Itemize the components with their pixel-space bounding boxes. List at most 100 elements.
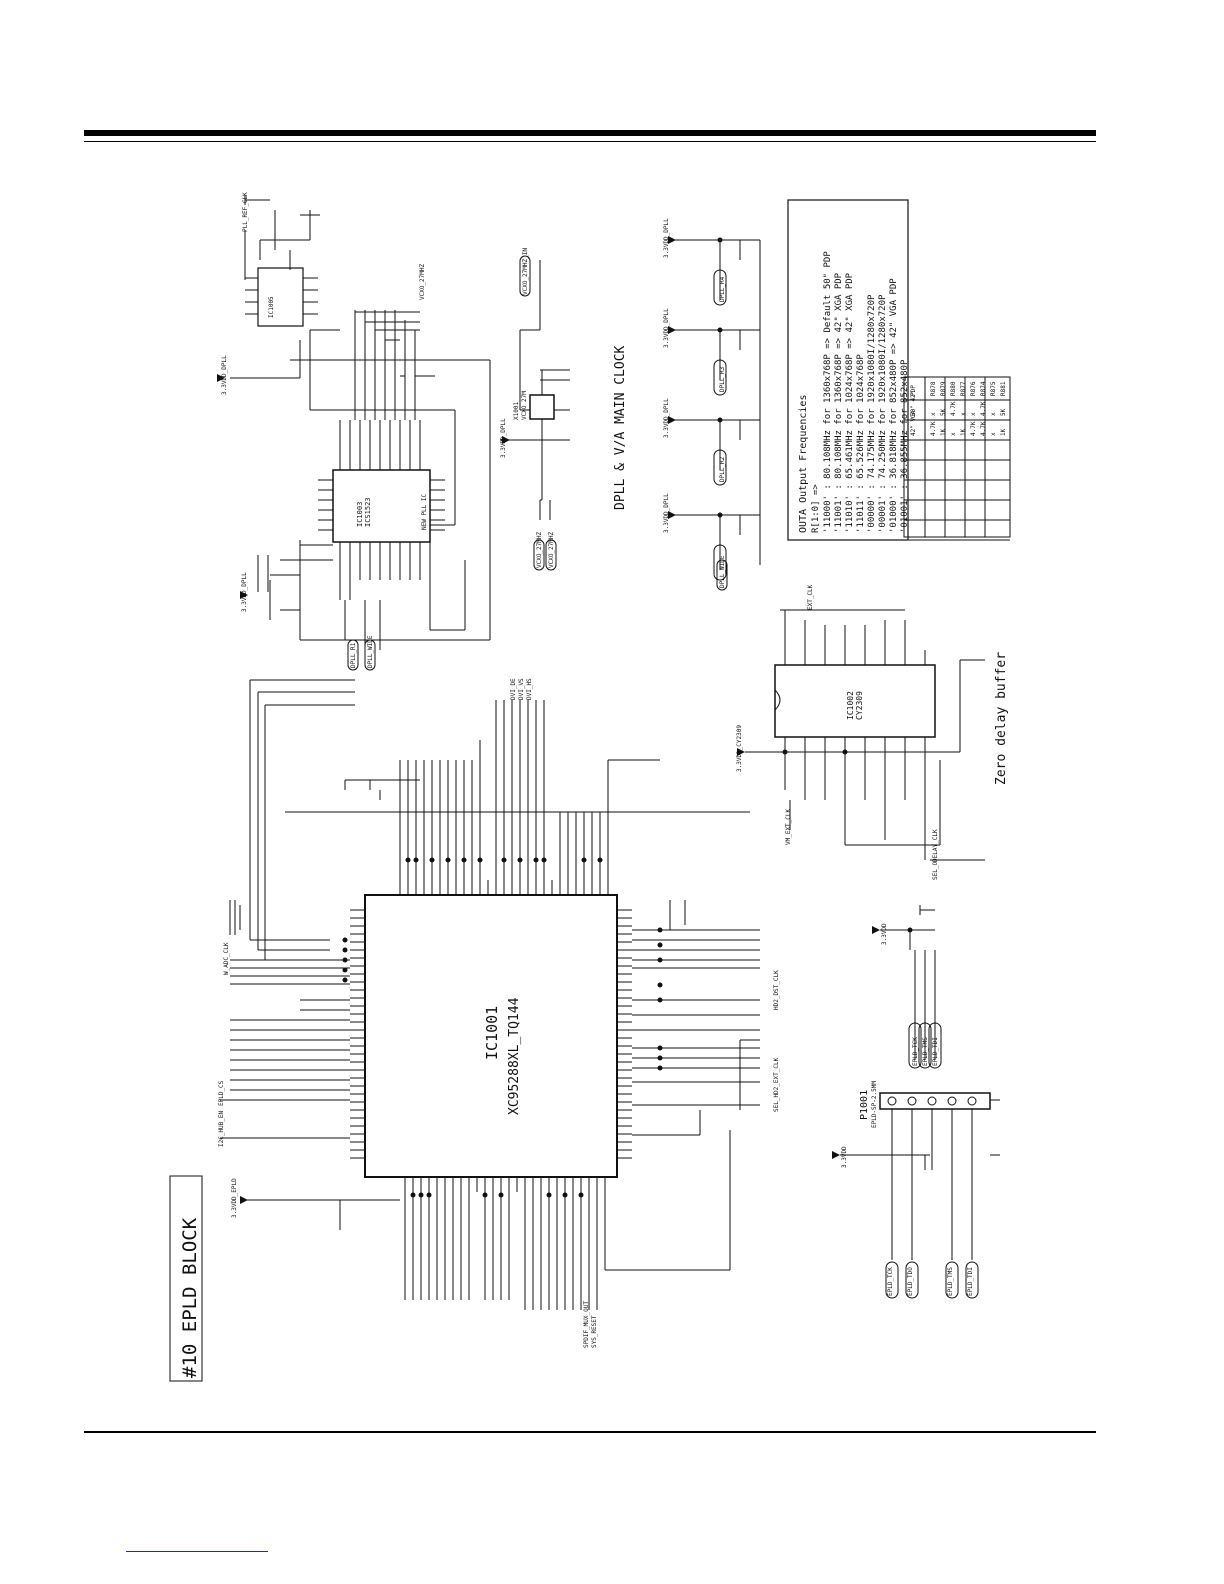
net-label-cylinders <box>347 255 728 671</box>
net-epld-tdo: EPLD_TDO <box>907 1267 914 1296</box>
connector-body <box>879 1092 991 1110</box>
freq-line-3: '11011' : 65.526MHz for 1024x768P <box>856 354 866 533</box>
opt-r2-c0: R880 <box>950 381 957 396</box>
epld-part: XC95288XL_TQ144 <box>507 997 522 1115</box>
opt-r4-c2: 4.7K <box>970 421 977 436</box>
hd-vdp-clk-line <box>244 195 270 205</box>
pll-part: ICS1523 <box>364 497 372 527</box>
net-vcxo-in: VCXO_27MHZ_IN <box>522 248 529 295</box>
osc-ic-nets <box>244 210 320 280</box>
net-dpll-wide-2: DPLL_WIDE <box>719 555 726 588</box>
epld-bottom-nets <box>240 1130 731 1310</box>
freq-line-2: '11010' : 65.461MHz for 1024x768P => 42"… <box>845 272 855 533</box>
connector-nets <box>840 1099 1000 1260</box>
vcxo-nets <box>500 260 570 501</box>
opt-r6-c2: x <box>990 432 997 436</box>
net-hd2-dst: HD2_DST_CLK <box>773 970 780 1010</box>
opt-r4-c0: R876 <box>970 381 977 396</box>
net-3v3-dpll: 3.3VDD_DPLL <box>221 355 228 395</box>
net-epld-tms-2: EPLD_TMS <box>922 1037 929 1066</box>
osc2-ref: IC1005 <box>268 296 275 318</box>
opt-r4-c1: x <box>970 412 977 416</box>
net-3v3-epld: 3.3VDD_EPLD <box>231 1178 238 1218</box>
net-dvi-hs: DVI_HS <box>526 678 533 700</box>
epld-ref: IC1001 <box>483 1006 501 1060</box>
block-title-box <box>169 1175 203 1382</box>
epld-left-nets <box>220 900 350 1139</box>
jtag-pullups <box>880 905 936 1060</box>
connector-part: EPLD-SP-2.5MM <box>871 1081 878 1128</box>
freq-line-5: '00001' : 74.250MHz for 1920x1080I/1280x… <box>878 294 888 533</box>
power-arrows <box>217 236 880 1204</box>
net-vcxo-27m-2: VCXO_27MHZ <box>548 531 555 568</box>
header-rule-thick <box>84 130 1096 136</box>
buffer-pins <box>784 650 926 752</box>
opt-r7-c0: R881 <box>1000 381 1007 396</box>
osc-ic-pins <box>245 277 318 315</box>
pll-top-pins <box>339 420 421 470</box>
opt-r6-c1: x <box>990 412 997 416</box>
net-vcxo-27m-1: VCXO_27MHZ <box>536 531 543 568</box>
zero-delay-title: Zero delay buffer <box>994 652 1009 785</box>
net-sys-reset: SYS_RESET <box>591 1315 598 1348</box>
opt-header-0: PDP <box>910 385 917 396</box>
vcxo-pins <box>520 370 570 440</box>
net-dpll-wide: DPLL_WIDE <box>367 635 374 668</box>
net-3v3-dpll-r2: 3.3VDD_DPLL <box>663 398 670 438</box>
pll-ground-loop <box>429 540 466 631</box>
net-dpll-r4: DPLL_R4 <box>719 276 726 302</box>
buffer-part: CY2309 <box>855 691 864 720</box>
opt-r3-c2: 1K <box>960 428 967 436</box>
opt-r2-c2: x <box>950 432 957 436</box>
opt-r1-c2: 1K <box>940 428 947 436</box>
epld-right-pins <box>617 909 632 1159</box>
pll-output-nets <box>354 310 416 420</box>
vcxo-body <box>529 394 555 420</box>
net-epld-tck: EPLD_TCK <box>887 1267 894 1296</box>
opt-r0-c0: R878 <box>930 381 937 396</box>
epld-bottom-pins <box>404 1177 606 1192</box>
block-title: #10 EPLD BLOCK <box>179 1217 201 1378</box>
jtag-cylinders <box>885 1022 979 1299</box>
net-spdif-mux-out: SPDIF_MUX_OUT <box>583 1301 590 1348</box>
freq-line-0: '11000' : 80.108MHz for 1360x768P => Def… <box>823 251 833 533</box>
dpll-section-title: DPLL & V/A MAIN CLOCK <box>613 345 628 510</box>
epld-top-pins <box>399 880 609 895</box>
opt-r5-c0: R874 <box>980 381 987 396</box>
net-dvi-vs: DVI_VS <box>518 678 525 700</box>
pll-ref: IC1003 <box>356 502 364 527</box>
opt-header-1: 50" 42" <box>910 391 917 416</box>
freq-heading: OUTA Output Frequencies <box>798 395 809 533</box>
pll-pins <box>318 479 445 531</box>
opt-r1-c1: 5K <box>940 408 947 416</box>
opt-r7-c1: 5K <box>1000 408 1007 416</box>
pll-ic-body <box>332 469 431 543</box>
net-3v3-cy2309: 3.3VDD_CY2309 <box>736 725 743 772</box>
net-3v3-dpll-2: 3.3VDD_DPLL <box>241 572 248 612</box>
connector-pins <box>887 1096 977 1106</box>
net-w-adc-clk: W_ADC_CLK <box>223 942 230 975</box>
net-3v3-dpll-r3: 3.3VDD_DPLL <box>663 308 670 348</box>
opt-r2-c1: 4.7K <box>950 401 957 416</box>
connector-ref: P1001 <box>859 1090 870 1120</box>
pll-outer-loop <box>290 359 491 641</box>
buffer-notch <box>774 689 781 711</box>
opt-r3-c1: x <box>960 412 967 416</box>
pll-feedback-loop <box>309 329 456 526</box>
epld-left-pins <box>350 909 365 1159</box>
pll-bottom-nets <box>344 600 381 650</box>
pll-left-nets <box>269 544 333 620</box>
buffer-nets <box>745 609 985 861</box>
net-dpll-r2: DPLL_R2 <box>719 456 726 482</box>
opt-r5-c2: 4.7K <box>980 421 987 436</box>
net-3v3-dpll-r4: 3.3VDD_DPLL <box>663 218 670 258</box>
osc-ic-body <box>257 267 304 327</box>
opt-r0-c1: x <box>930 412 937 416</box>
opt-r5-c1: 4.7K <box>980 401 987 416</box>
epld-top-bus <box>249 679 750 961</box>
net-epld-tck-2: EPLD_TCK <box>912 1037 919 1066</box>
osc-ref: X1001 <box>513 402 520 420</box>
header-rule-thin <box>84 141 1096 142</box>
freq-line-6: '01000' : 36.818MHz for 852x480P => 42" … <box>889 278 899 533</box>
